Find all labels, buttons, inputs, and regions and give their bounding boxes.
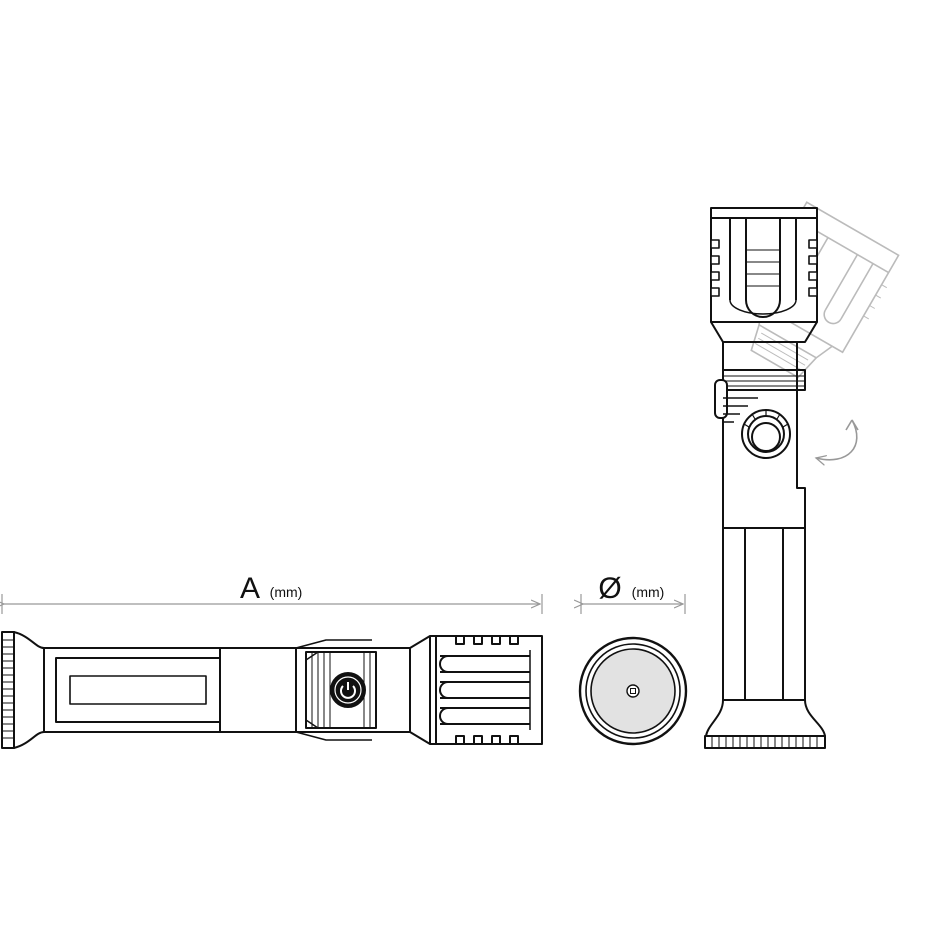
head-grille bbox=[439, 650, 531, 730]
flashlight-upright-view bbox=[704, 201, 900, 749]
head-notches bbox=[455, 635, 519, 745]
lamp-head bbox=[435, 635, 543, 745]
upright-head bbox=[710, 207, 818, 323]
side-clip bbox=[714, 379, 728, 419]
flashlight-end-view bbox=[578, 636, 688, 746]
window-panel bbox=[55, 657, 221, 723]
diameter-dimension-unit: (mm) bbox=[632, 584, 665, 600]
length-dimension-unit: (mm) bbox=[270, 584, 303, 600]
upright-body bbox=[722, 342, 806, 701]
upright-head-notches bbox=[710, 239, 818, 297]
ribbed-collar bbox=[305, 651, 377, 729]
diameter-dimension: Ø (mm) bbox=[581, 572, 686, 614]
flashlight-side-view bbox=[1, 631, 543, 749]
window-inner bbox=[69, 675, 207, 705]
power-icon bbox=[340, 685, 356, 699]
length-dimension: A (mm) bbox=[2, 572, 543, 614]
length-dimension-letter: A bbox=[240, 572, 260, 605]
upright-head-grille bbox=[729, 218, 797, 318]
tail-knurling bbox=[2, 639, 14, 739]
upright-ribbed-collar bbox=[722, 369, 806, 391]
diameter-dimension-symbol: Ø bbox=[598, 572, 621, 605]
upright-base bbox=[704, 735, 826, 749]
upright-base-flare bbox=[705, 699, 826, 737]
rotation-arrow bbox=[816, 419, 858, 460]
